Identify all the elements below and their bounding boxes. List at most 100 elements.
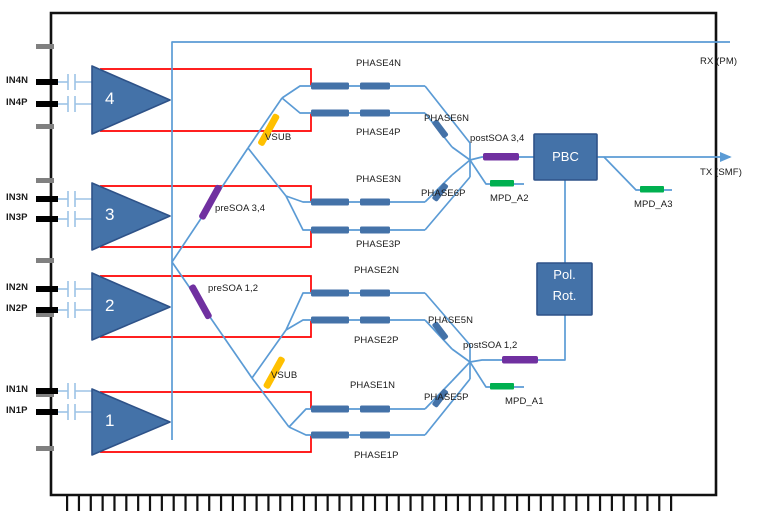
bottom-pad xyxy=(658,495,661,511)
bottom-pad xyxy=(362,495,365,511)
bottom-pad xyxy=(456,495,460,511)
postsoa-12 xyxy=(502,356,538,364)
soa-label-presoa-12: preSOA 1,2 xyxy=(208,283,259,294)
vsub-top xyxy=(258,113,280,146)
left-pad-array xyxy=(36,44,58,451)
soa-label-presoa-34: preSOA 3,4 xyxy=(215,203,266,214)
bottom-pad xyxy=(409,495,412,511)
phase-label-2n: PHASE2N xyxy=(354,265,400,276)
bottom-pad xyxy=(646,495,649,511)
bottom-pad xyxy=(172,495,175,511)
amp-1 xyxy=(91,388,171,456)
pol-rot-block-label-1: Pol. xyxy=(553,267,576,282)
mpd-label-a2: MPD_A2 xyxy=(490,193,529,204)
bottom-pad xyxy=(125,495,128,511)
phase-label-5n: PHASE5N xyxy=(428,315,474,326)
bottom-pad xyxy=(101,495,104,511)
soa-label-postsoa-12: postSOA 1,2 xyxy=(463,340,518,351)
input-label-in2p: IN2P xyxy=(6,303,28,314)
pol-rot-block xyxy=(536,262,593,316)
bottom-pad xyxy=(148,495,152,511)
phase-label-1n: PHASE1N xyxy=(350,380,396,391)
input-label-in4n: IN4N xyxy=(6,75,29,86)
soa-label-postsoa-34: postSOA 3,4 xyxy=(470,133,525,144)
bottom-pad xyxy=(563,495,566,511)
bottom-pad xyxy=(89,495,92,511)
bottom-pad xyxy=(338,495,341,511)
amp-4 xyxy=(91,65,171,135)
amp-3 xyxy=(91,182,171,251)
bottom-pad xyxy=(397,495,400,511)
amp-label-4: 4 xyxy=(105,89,115,108)
rx-bus xyxy=(171,41,730,440)
phase-label-4n: PHASE4N xyxy=(356,58,402,69)
bottom-pad xyxy=(622,495,625,511)
driver-amplifiers xyxy=(91,65,171,456)
bottom-pad xyxy=(291,495,294,511)
mpd-elements xyxy=(490,180,664,390)
bottom-pad xyxy=(113,495,116,511)
bottom-pad xyxy=(527,495,531,511)
input-label-in2n: IN2N xyxy=(6,282,29,293)
bottom-pad xyxy=(670,495,673,511)
phase-label-3n: PHASE3N xyxy=(356,174,402,185)
bottom-pad xyxy=(598,495,602,511)
input-capacitors xyxy=(58,74,92,420)
bottom-pad xyxy=(492,495,495,511)
vsub-bottom xyxy=(263,356,285,389)
bottom-pad xyxy=(480,495,483,511)
bottom-pad xyxy=(350,495,353,511)
soa-elements xyxy=(189,153,538,364)
bottom-pad xyxy=(468,495,471,511)
bottom-pad xyxy=(433,495,436,511)
bottom-pad-array xyxy=(66,495,673,511)
input-label-in1p: IN1P xyxy=(6,405,28,416)
bottom-pad xyxy=(267,495,270,511)
mpd-a3 xyxy=(640,186,664,193)
mzi-electrodes xyxy=(311,82,390,439)
vsub-elements xyxy=(258,113,285,389)
mpd-a1 xyxy=(490,383,514,390)
bottom-pad xyxy=(551,495,554,511)
input-label-in4p: IN4P xyxy=(6,97,28,108)
chip-outline xyxy=(49,11,718,497)
phase-label-2p: PHASE2P xyxy=(354,335,399,346)
amp-2 xyxy=(91,272,171,341)
phase-label-1p: PHASE1P xyxy=(354,450,399,461)
vsub-label-top: VSUB xyxy=(265,132,292,143)
bottom-pad xyxy=(184,495,187,511)
bottom-pad xyxy=(504,495,507,511)
bottom-pad xyxy=(314,495,317,511)
bottom-pad xyxy=(77,495,81,511)
bottom-pad xyxy=(516,495,519,511)
postsoa-34 xyxy=(483,153,519,161)
bottom-pad xyxy=(255,495,258,511)
bottom-pad xyxy=(279,495,282,511)
waveguide-network xyxy=(171,41,732,440)
bottom-pad xyxy=(587,495,590,511)
phase-label-3p: PHASE3P xyxy=(356,239,401,250)
bottom-pad xyxy=(137,495,140,511)
mpd-label-a3: MPD_A3 xyxy=(634,199,673,210)
mpd-a2 xyxy=(490,180,514,187)
phase-label-5p: PHASE5P xyxy=(424,392,469,403)
bottom-pad xyxy=(421,495,424,511)
bottom-pad xyxy=(385,495,388,511)
input-label-in1n: IN1N xyxy=(6,384,29,395)
rf-traces xyxy=(100,68,312,453)
bottom-pad xyxy=(539,495,542,511)
bottom-pad xyxy=(243,495,246,511)
amp-label-1: 1 xyxy=(105,411,115,430)
phase-label-4p: PHASE4P xyxy=(356,127,401,138)
presoa-34 xyxy=(199,184,222,220)
amp-label-2: 2 xyxy=(105,296,115,315)
mpd-label-a1: MPD_A1 xyxy=(505,396,544,407)
phase-label-6p: PHASE6P xyxy=(421,188,466,199)
bottom-pad xyxy=(196,495,199,511)
bottom-pad xyxy=(302,495,306,511)
bottom-pad xyxy=(575,495,578,511)
phase-56-electrodes xyxy=(432,119,449,408)
bottom-pad xyxy=(231,495,234,511)
